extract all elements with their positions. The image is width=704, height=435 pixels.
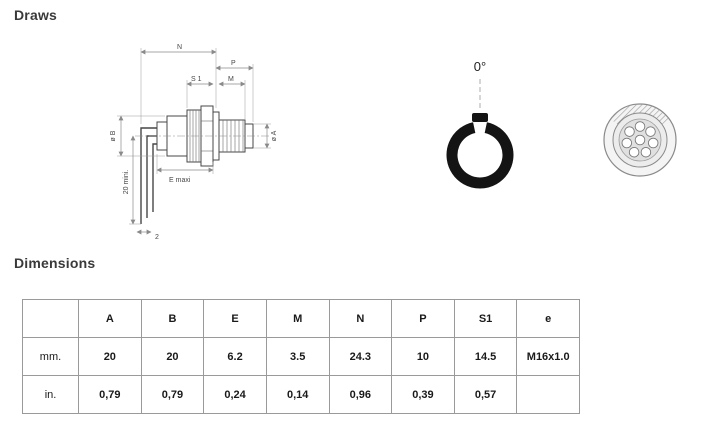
col-header-a: A [78,299,142,338]
locating-ring [446,122,514,189]
cell-mm-p: 10 [391,337,455,376]
contact-holes [621,121,659,158]
cell-mm-thread: M16x1.0 [516,337,580,376]
cell-mm-n: 24.3 [328,337,393,376]
dim-label-20-mini: 20 mini. [123,170,130,195]
dim-label-p: P [231,60,236,67]
corner-cell [22,299,79,338]
cell-in-p: 0,39 [391,375,455,414]
orientation-angle-label: 0° [474,59,486,74]
cell-mm-e: 6.2 [203,337,267,376]
cell-in-a: 0,79 [78,375,142,414]
table-header-row: A B E M N P S1 e [22,299,580,338]
cell-mm-a: 20 [78,337,142,376]
row-label-in: in. [22,375,79,414]
dimension-dia-a: ø A [253,123,278,149]
table-row-in: in. 0,79 0,79 0,24 0,14 0,96 0,39 0,57 [22,375,580,414]
col-header-s1: S1 [453,299,518,338]
dimension-n: N [140,44,217,124]
cell-in-b: 0,79 [140,375,205,414]
draws-heading: Draws [14,7,58,23]
dim-label-m: M [228,76,234,83]
cell-in-n: 0,96 [328,375,393,414]
col-header-thread: e [516,299,580,338]
col-header-b: B [140,299,205,338]
col-header-e-dim: E [203,299,267,338]
dimension-e-maxi: E maxi [156,154,214,184]
dim-label-dia-a: ø A [271,130,278,141]
dimensions-table: A B E M N P S1 e mm. 20 20 6.2 3.5 24.3 … [22,299,580,414]
polarizing-key [472,113,488,122]
connector-pins [140,127,159,224]
orientation-drawing: 0° [446,59,514,189]
cell-mm-m: 3.5 [265,337,330,376]
dimension-s1: S 1 [186,76,214,108]
dim-label-s1: S 1 [191,76,202,83]
cell-in-m: 0,14 [265,375,330,414]
face-key-hatch [610,104,670,125]
dim-label-two: 2 [155,234,159,241]
cell-in-e: 0,24 [203,375,267,414]
dimensions-heading: Dimensions [14,255,96,271]
cell-mm-s1: 14.5 [453,337,518,376]
connector-side-drawing: N P S 1 M ø B 20 mini. ø A [110,44,278,241]
col-header-m: M [265,299,330,338]
cell-in-thread [516,375,580,414]
table-row-mm: mm. 20 20 6.2 3.5 24.3 10 14.5 M16x1.0 [22,337,580,376]
col-header-p: P [391,299,455,338]
dim-label-e-maxi: E maxi [169,177,191,184]
dimensions-table-container: A B E M N P S1 e mm. 20 20 6.2 3.5 24.3 … [22,299,580,414]
dimension-20-mini: 20 mini. [123,135,141,225]
dimension-p: P [215,60,254,122]
cell-in-s1: 0,57 [453,375,518,414]
cell-mm-b: 20 [140,337,205,376]
dimension-m: M [218,76,246,120]
connector-face-drawing [603,103,677,177]
col-header-n: N [328,299,393,338]
dimension-two: 2 [136,229,159,241]
row-label-mm: mm. [22,337,79,376]
dim-label-dia-b: ø B [110,130,117,141]
dim-label-n: N [177,44,182,51]
